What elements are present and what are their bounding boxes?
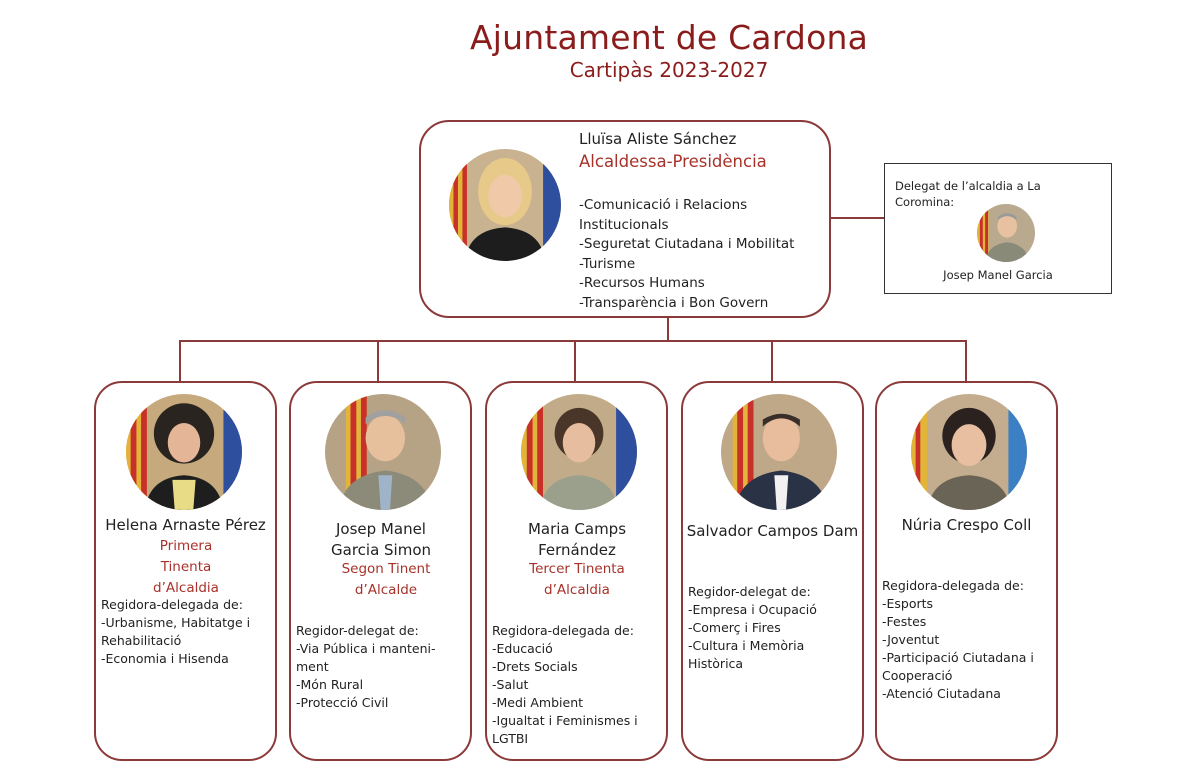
duty-item: -Turisme <box>579 255 636 272</box>
page-subtitle: Cartipàs 2023-2027 <box>569 58 769 82</box>
mayor-card: Lluïsa Aliste Sánchez Alcaldessa-Presidè… <box>419 120 831 318</box>
portrait-icon <box>721 394 837 510</box>
connector-drop-4 <box>771 340 773 381</box>
duty-item: -Joventut <box>882 632 940 647</box>
councillor-card: Salvador Campos Dam Regidor-delegat de: … <box>681 381 864 761</box>
mayor-role: Alcaldessa-Presidència <box>579 152 767 171</box>
councillor-name: Núria Crespo Coll <box>901 516 1032 534</box>
duty-item: -Salut <box>492 677 529 692</box>
duty-item: -Cultura i Memòria Històrica <box>688 638 805 671</box>
councillor-name: Josep Manel Garcia Simon <box>331 520 432 559</box>
councillor-intro: Regidor-delegat de: <box>688 584 811 599</box>
councillor-photo <box>521 394 637 510</box>
portrait-icon <box>521 394 637 510</box>
councillor-photo <box>911 394 1027 510</box>
delegate-label: Delegat de l’alcaldia a La Coromina: <box>895 179 1041 209</box>
connector-drop-1 <box>179 340 181 381</box>
councillor-card: Núria Crespo Coll Regidora-delegada de: … <box>875 381 1058 761</box>
councillor-duties: -Esports -Festes -Joventut -Participació… <box>882 595 1042 703</box>
councillor-intro: Regidora-delegada de: <box>101 597 243 612</box>
councillor-card: Josep Manel Garcia Simon Segon Tinent d’… <box>289 381 472 761</box>
councillor-card: Maria Camps Fernández Tercer Tinenta d’A… <box>485 381 668 761</box>
councillor-photo <box>325 394 441 510</box>
portrait-icon <box>126 394 242 510</box>
connector-drop-2 <box>377 340 379 381</box>
delegate-photo <box>977 204 1035 262</box>
portrait-icon <box>977 204 1035 262</box>
duty-item: -Recursos Humans <box>579 275 705 291</box>
councillor-intro: Regidora-delegada de: <box>492 623 634 638</box>
duty-item: -Comunicació i Relacions Institucionals <box>579 197 748 233</box>
mayor-duties: -Comunicació i Relacions Institucionals … <box>579 196 824 313</box>
councillor-photo <box>721 394 837 510</box>
councillor-photo <box>126 394 242 510</box>
duty-item: -Educació <box>492 641 553 656</box>
connector-mayor-down <box>667 318 669 341</box>
connector-drop-5 <box>965 340 967 381</box>
councillor-name: Helena Arnaste Pérez <box>105 516 266 534</box>
portrait-icon <box>325 394 441 510</box>
councillor-duties: -Via Pública i manteni-ment -Món Rural -… <box>296 640 446 712</box>
delegate-name: Josep Manel Garcia <box>943 268 1053 282</box>
portrait-icon <box>911 394 1027 510</box>
duty-item: -Drets Socials <box>492 659 578 674</box>
councillor-duties: -Urbanisme, Habitatge i Rehabilitació -E… <box>101 614 271 668</box>
duty-item: -Empresa i Ocupació <box>688 602 817 617</box>
duty-item: -Seguretat Ciutadana i Mobilitat <box>579 236 795 252</box>
duty-item: -Esports <box>882 596 934 611</box>
duty-item: -Economia i Hisenda <box>101 651 229 666</box>
duty-item: -Transparència i Bon Govern <box>579 294 769 311</box>
page-title: Ajuntament de Cardona <box>470 18 868 57</box>
councillor-card: Helena Arnaste Pérez Primera Tinenta d’A… <box>94 381 277 761</box>
councillor-name: Salvador Campos Dam <box>686 522 859 540</box>
duty-item: -Medi Ambient <box>492 695 584 710</box>
portrait-icon <box>449 149 561 261</box>
duty-item: -Igualtat i Feminismes i LGTBI <box>492 713 638 746</box>
delegate-box: Delegat de l’alcaldia a La Coromina: Jos… <box>884 163 1112 294</box>
duty-item: -Món Rural <box>296 677 364 692</box>
councillor-duties: -Educació -Drets Socials -Salut -Medi Am… <box>492 640 662 748</box>
duty-item: -Comerç i Fires <box>688 620 781 635</box>
mayor-name: Lluïsa Aliste Sánchez <box>579 130 737 148</box>
mayor-photo <box>449 149 561 261</box>
duty-item: -Urbanisme, Habitatge i Rehabilitació <box>101 615 251 648</box>
duty-item: -Festes <box>882 614 927 629</box>
councillor-role: Tercer Tinenta d’Alcaldia <box>529 561 625 598</box>
councillor-name: Maria Camps Fernández <box>527 520 627 559</box>
connector-horizontal <box>179 340 967 342</box>
duty-item: -Protecció Civil <box>296 695 389 710</box>
councillor-role: Segon Tinent d’Alcalde <box>341 561 431 598</box>
councillor-duties: -Empresa i Ocupació -Comerç i Fires -Cul… <box>688 601 858 673</box>
duty-item: -Participació Ciutadana i Cooperació <box>882 650 1034 683</box>
duty-item: -Atenció Ciutadana <box>882 686 1001 701</box>
connector-mayor-delegate <box>831 217 884 219</box>
councillor-intro: Regidora-delegada de: <box>882 578 1024 593</box>
connector-drop-3 <box>574 340 576 381</box>
duty-item: -Via Pública i manteni-ment <box>296 641 436 674</box>
councillor-role: Primera Tinenta d’Alcaldia <box>153 538 219 596</box>
councillor-intro: Regidor-delegat de: <box>296 623 419 638</box>
